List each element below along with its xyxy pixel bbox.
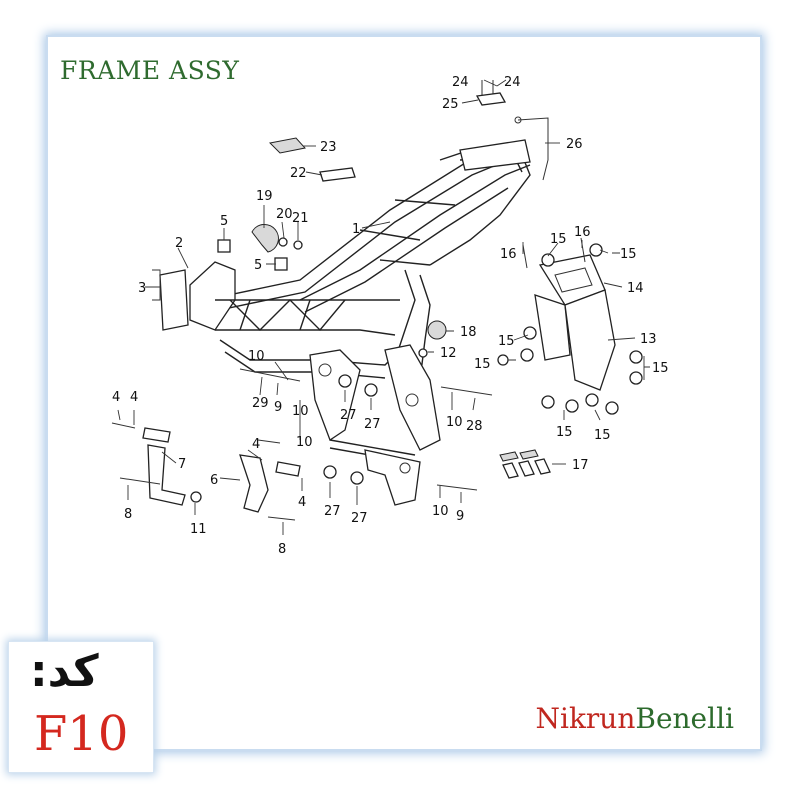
diagram-title: FRAME ASSY [60, 56, 240, 85]
callout-1: 1 [352, 222, 360, 237]
callout-15a: 15 [550, 232, 567, 247]
callout-10e: 10 [432, 504, 449, 519]
callout-15b: 15 [620, 247, 637, 262]
leader-lines [117, 79, 650, 535]
callout-15g: 15 [594, 428, 611, 443]
brand-name-part1: Nikrun [535, 702, 636, 735]
code-value: F10 [34, 706, 129, 762]
callout-20: 20 [276, 207, 293, 222]
callout-4a: 4 [112, 390, 120, 405]
callout-27d: 27 [351, 511, 368, 526]
callout-26: 26 [566, 137, 583, 152]
small-parts [111, 80, 551, 521]
callout-11: 11 [190, 522, 207, 537]
callout-15d: 15 [474, 357, 491, 372]
callout-10c: 10 [446, 415, 463, 430]
callout-9a: 9 [274, 400, 282, 415]
callout-19: 19 [256, 189, 273, 204]
callout-27c: 27 [324, 504, 341, 519]
callout-24a: 24 [452, 75, 469, 90]
callout-14: 14 [627, 281, 644, 296]
callout-29: 29 [252, 396, 269, 411]
callout-23: 23 [320, 140, 337, 155]
callout-4b: 4 [130, 390, 138, 405]
callout-5a: 5 [220, 214, 228, 229]
callout-24b: 24 [504, 75, 521, 90]
code-label: کد: [30, 646, 99, 697]
callout-4d: 4 [298, 495, 306, 510]
callout-15c: 15 [498, 334, 515, 349]
callout-27a: 27 [340, 408, 357, 423]
rear-bracket-assembly [497, 237, 643, 415]
callout-labels: 24 24 25 26 23 22 19 20 21 5 5 2 3 1 16 … [112, 75, 669, 557]
main-frame [189, 139, 531, 506]
callout-7: 7 [178, 457, 186, 472]
callout-21: 21 [292, 211, 309, 226]
callout-22: 22 [290, 166, 307, 181]
callout-28: 28 [466, 419, 483, 434]
code-box [9, 642, 153, 772]
brand-watermark: NikrunBenelli [536, 702, 735, 735]
brand-name-part2: Benelli [635, 702, 734, 735]
callout-16a: 16 [500, 247, 517, 262]
callout-2: 2 [175, 236, 183, 251]
callout-15e: 15 [652, 361, 669, 376]
callout-6: 6 [210, 473, 218, 488]
callout-10a: 10 [248, 349, 265, 364]
callout-8a: 8 [124, 507, 132, 522]
callout-18: 18 [460, 325, 477, 340]
callout-15f: 15 [556, 425, 573, 440]
callout-13: 13 [640, 332, 657, 347]
callout-4c: 4 [252, 437, 260, 452]
callout-9b: 9 [456, 509, 464, 524]
callout-12: 12 [440, 346, 457, 361]
callout-16b: 16 [574, 225, 591, 240]
callout-25: 25 [442, 97, 459, 112]
callout-27b: 27 [364, 417, 381, 432]
callout-17: 17 [572, 458, 589, 473]
callout-8b: 8 [278, 542, 286, 557]
callout-10b: 10 [292, 404, 309, 419]
callout-10d: 10 [296, 435, 313, 450]
callout-5b: 5 [254, 258, 262, 273]
callout-3: 3 [138, 281, 146, 296]
